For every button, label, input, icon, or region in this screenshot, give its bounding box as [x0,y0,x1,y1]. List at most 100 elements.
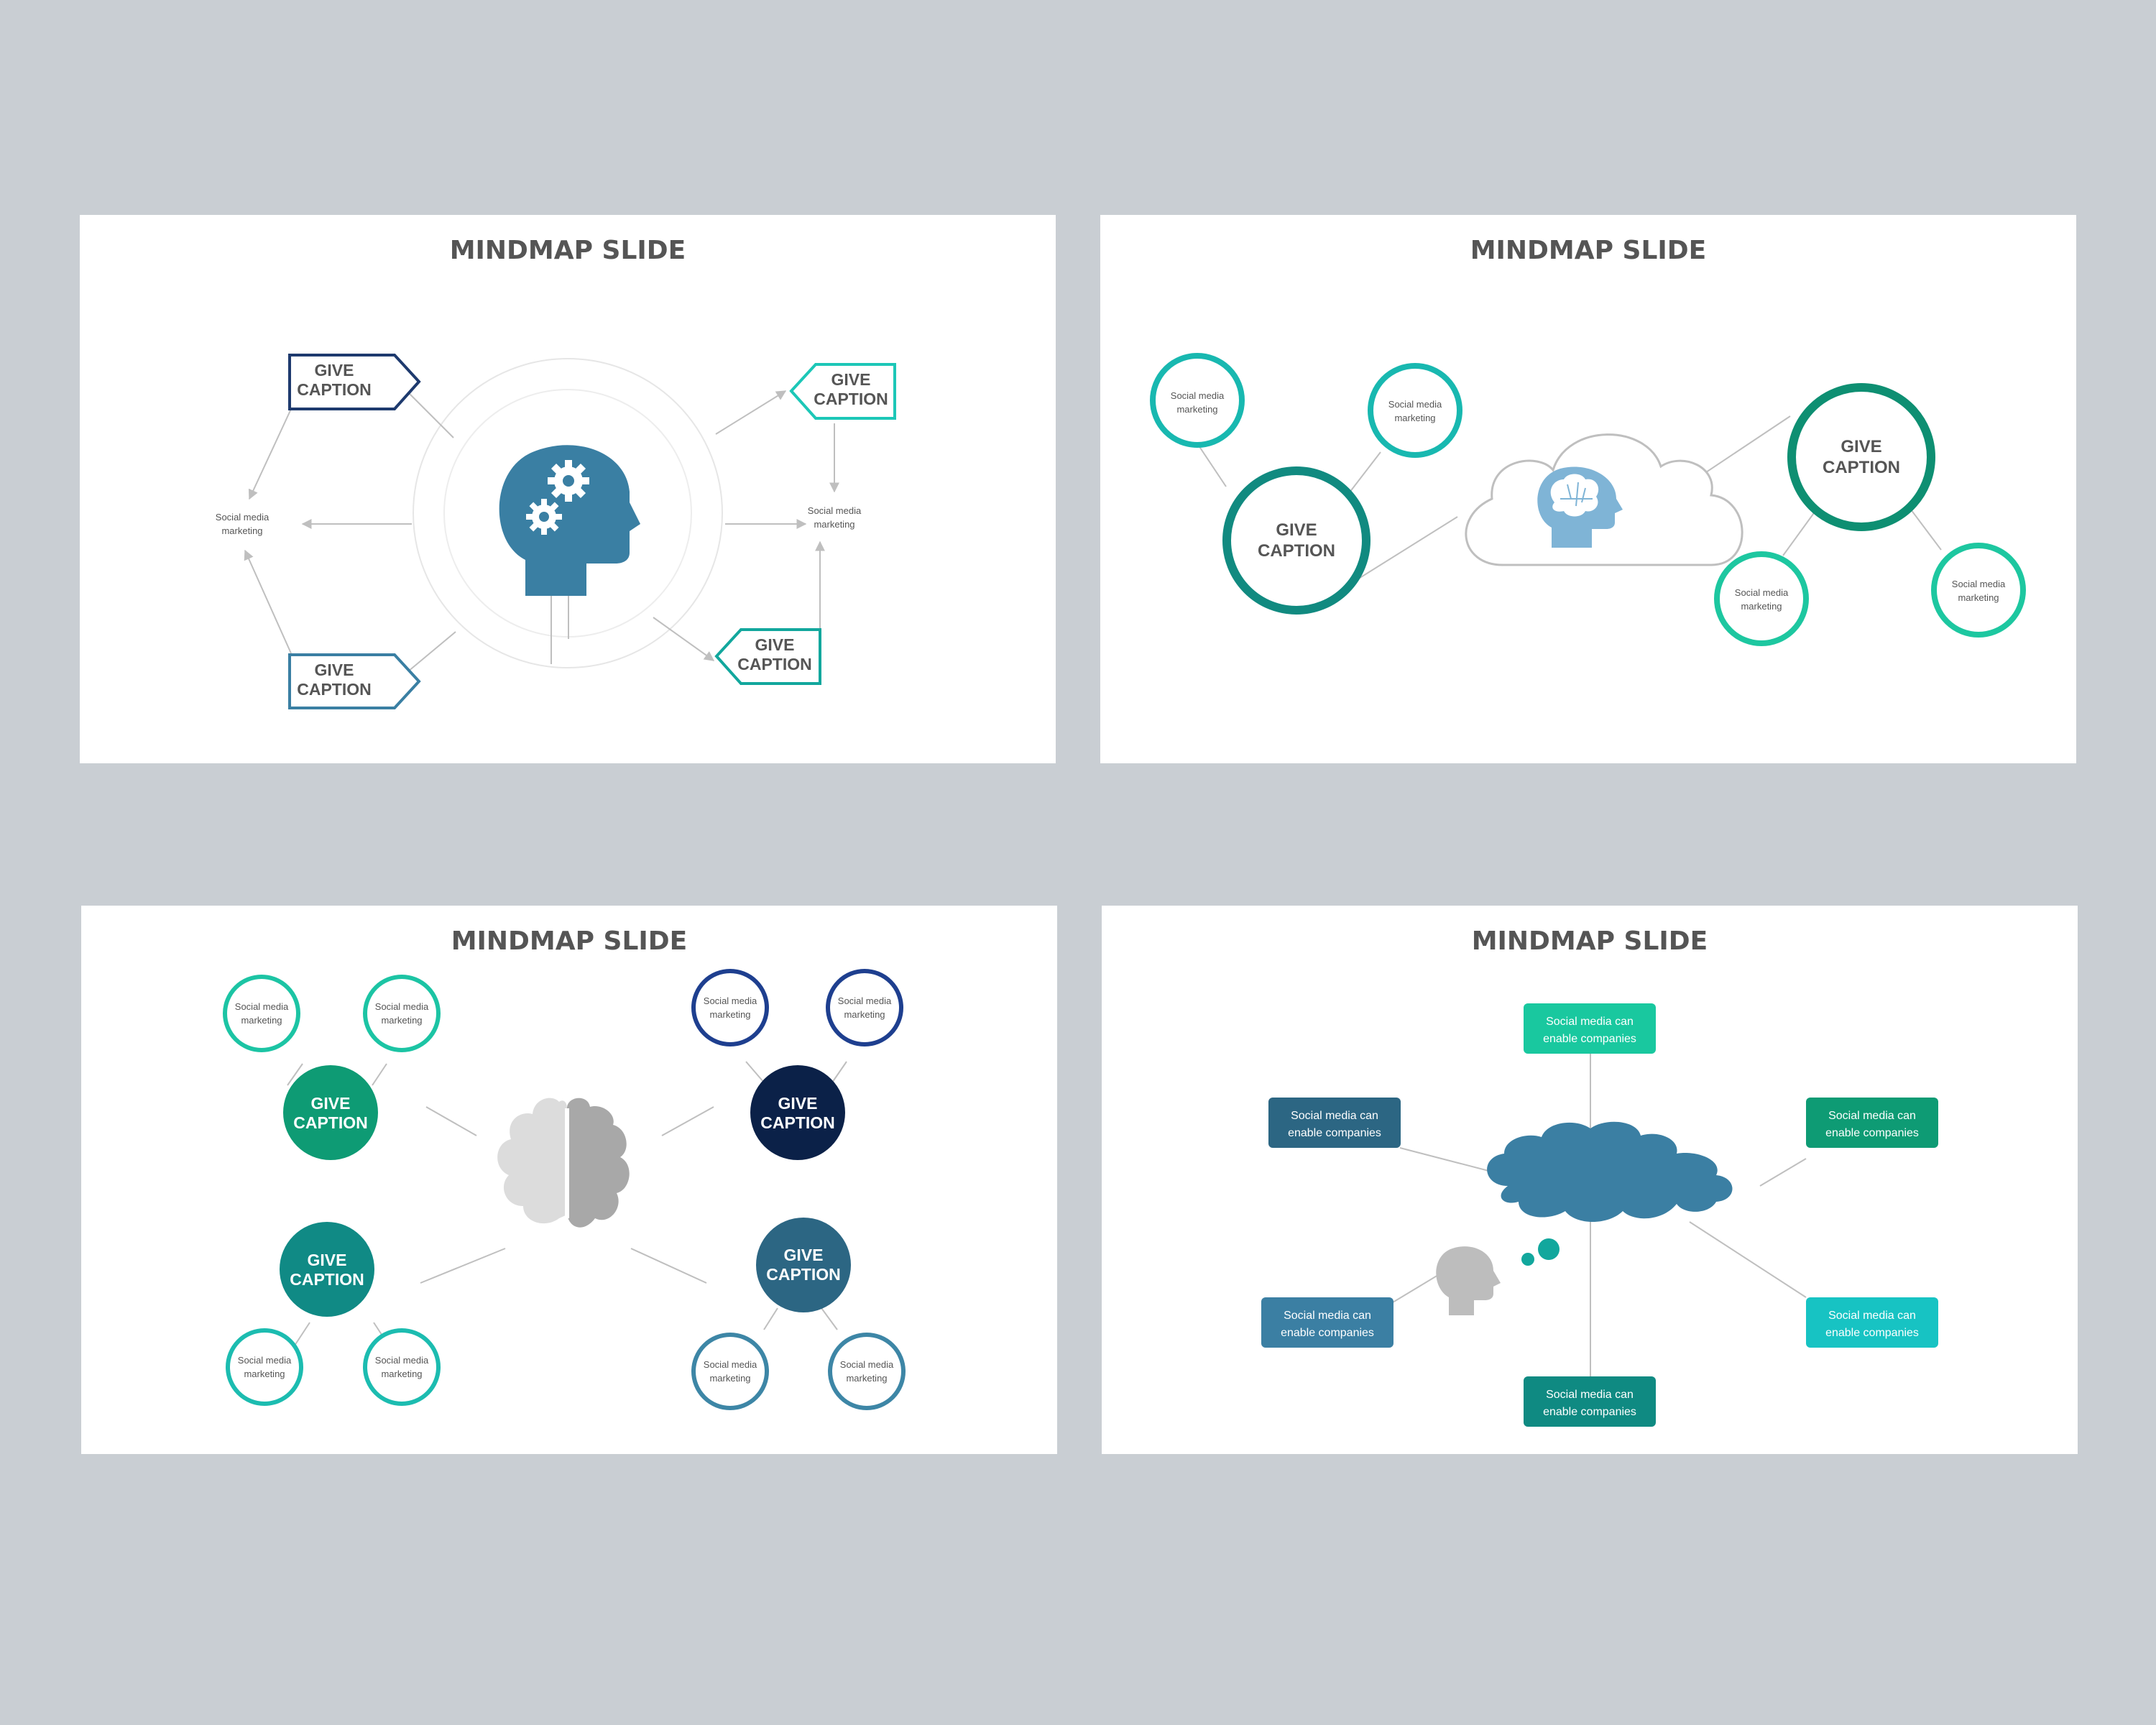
slide-title: MINDMAP SLIDE [1470,236,1707,265]
svg-text:marketing: marketing [381,1015,422,1026]
svg-text:GIVE: GIVE [755,635,795,654]
svg-text:GIVE: GIVE [1841,437,1881,456]
svg-text:marketing: marketing [846,1373,887,1384]
note-right: Social media marketing [808,505,862,530]
svg-text:Social media can: Social media can [1546,1389,1634,1401]
svg-text:Social media: Social media [375,1001,429,1012]
caption-circle-bottom-left: GIVE CAPTION [280,1222,374,1317]
svg-text:CAPTION: CAPTION [297,380,372,399]
svg-text:Social media: Social media [704,1359,757,1370]
note-circle-bottom-right-2: Social media marketing [1931,543,2026,638]
svg-text:Social media: Social media [840,1359,894,1370]
svg-text:marketing: marketing [709,1009,750,1020]
head-gears-icon [499,445,640,596]
thinking-cloud-icon [1487,1121,1733,1222]
svg-text:GIVE: GIVE [315,361,354,380]
box-bottom: Social media can enable companies [1524,1376,1656,1427]
slide-3: MINDMAP SLIDE GIVE CAPTION GIVE CAPTION … [81,906,1057,1454]
svg-text:GIVE: GIVE [311,1094,351,1113]
svg-text:Social media can: Social media can [1828,1310,1916,1322]
svg-text:Social media can: Social media can [1546,1016,1634,1028]
svg-text:marketing: marketing [844,1009,885,1020]
svg-text:Social media: Social media [808,505,862,516]
thinking-head-icon [1436,1238,1560,1315]
svg-text:Social media: Social media [235,1001,289,1012]
svg-text:CAPTION: CAPTION [293,1113,368,1132]
slide-title: MINDMAP SLIDE [450,236,686,265]
svg-text:enable companies: enable companies [1281,1327,1374,1339]
caption-circle-right: GIVE CAPTION [1787,383,1935,531]
slide-2: MINDMAP SLIDE GIVE CAPTION GIVE CAPTION … [1100,215,2076,763]
svg-text:Social media: Social media [1952,579,2006,589]
note-circle-6: Social media marketing [363,1328,441,1406]
svg-text:marketing: marketing [1394,413,1435,423]
svg-text:marketing: marketing [1741,601,1782,612]
svg-text:CAPTION: CAPTION [766,1265,841,1284]
svg-text:enable companies: enable companies [1825,1127,1919,1139]
box-top: Social media can enable companies [1524,1003,1656,1054]
svg-text:marketing: marketing [1958,592,1999,603]
svg-text:marketing: marketing [244,1368,285,1379]
svg-text:Social media can: Social media can [1291,1110,1378,1122]
svg-text:CAPTION: CAPTION [1823,458,1900,477]
svg-text:enable companies: enable companies [1825,1327,1919,1339]
caption-circle-top-left: GIVE CAPTION [283,1065,378,1160]
svg-text:GIVE: GIVE [784,1246,824,1264]
box-bottom-left: Social media can enable companies [1261,1297,1393,1348]
note-circle-bottom-right-1: Social media marketing [1714,551,1809,646]
box-bottom-right: Social media can enable companies [1806,1297,1938,1348]
svg-text:enable companies: enable companies [1543,1033,1636,1045]
svg-text:Social media can: Social media can [1284,1310,1371,1322]
svg-text:Social media: Social media [1735,587,1789,598]
svg-text:marketing: marketing [221,525,262,536]
slide-title: MINDMAP SLIDE [451,926,688,956]
svg-text:GIVE: GIVE [778,1094,818,1113]
caption-circle-left: GIVE CAPTION [1222,466,1370,615]
note-circle-3: Social media marketing [691,969,769,1046]
caption-circle-top-right: GIVE CAPTION [750,1065,845,1160]
svg-text:CAPTION: CAPTION [1258,541,1335,561]
svg-text:Social media: Social media [704,995,757,1006]
svg-text:Social media: Social media [1171,390,1225,401]
note-circle-1: Social media marketing [223,975,300,1052]
note-circle-8: Social media marketing [828,1333,906,1410]
box-left: Social media can enable companies [1268,1098,1401,1148]
caption-circle-bottom-right: GIVE CAPTION [756,1218,851,1312]
note-left: Social media marketing [216,512,270,536]
svg-text:CAPTION: CAPTION [814,390,888,408]
svg-text:GIVE: GIVE [831,370,871,389]
svg-text:CAPTION: CAPTION [737,655,812,673]
svg-text:Social media: Social media [238,1355,292,1366]
caption-box-bottom-left: GIVE CAPTION [288,653,421,709]
connector-lines [287,1061,847,1346]
note-circle-2: Social media marketing [363,975,441,1052]
outer-ring [413,358,723,668]
slide-title: MINDMAP SLIDE [1472,926,1708,956]
svg-text:marketing: marketing [241,1015,282,1026]
caption-box-top-left: GIVE CAPTION [288,354,421,410]
svg-text:marketing: marketing [814,519,854,530]
note-circle-top-left: Social media marketing [1150,353,1245,448]
svg-text:Social media: Social media [1388,399,1442,410]
caption-box-top-right: GIVE CAPTION [789,363,896,420]
svg-text:marketing: marketing [709,1373,750,1384]
caption-box-bottom-right: GIVE CAPTION [714,628,821,685]
svg-text:GIVE: GIVE [315,661,354,679]
svg-text:marketing: marketing [381,1368,422,1379]
note-circle-7: Social media marketing [691,1333,769,1410]
svg-text:Social media: Social media [375,1355,429,1366]
svg-text:enable companies: enable companies [1543,1406,1636,1418]
cloud-head-brain-icon [1465,433,1743,566]
svg-text:Social media: Social media [838,995,892,1006]
svg-text:CAPTION: CAPTION [297,680,372,699]
svg-text:CAPTION: CAPTION [290,1270,364,1289]
note-circle-5: Social media marketing [226,1328,303,1406]
svg-text:GIVE: GIVE [1276,520,1317,540]
svg-text:GIVE: GIVE [308,1251,347,1269]
note-circle-4: Social media marketing [826,969,903,1046]
svg-text:enable companies: enable companies [1288,1127,1381,1139]
slide-4: MINDMAP SLIDE Social media can enable co… [1102,906,2078,1454]
note-circle-top-middle: Social media marketing [1368,363,1462,458]
brain-icon [497,1098,630,1228]
svg-text:Social media can: Social media can [1828,1110,1916,1122]
